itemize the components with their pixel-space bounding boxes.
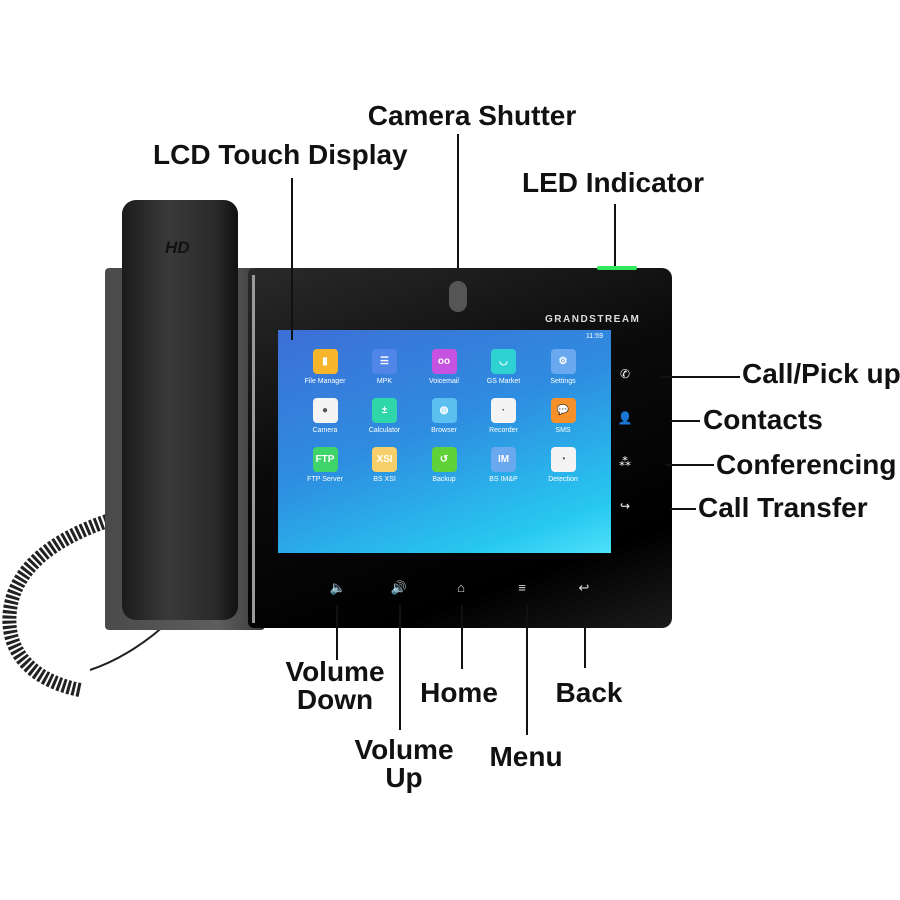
app-icon: ● (312, 398, 338, 423)
app-label: Settings (550, 378, 576, 385)
app-detection[interactable]: ◔ Detection (533, 447, 593, 483)
app-label: Camera (312, 427, 338, 434)
app-browser[interactable]: ◍ Browser (414, 398, 474, 434)
app-label: MPK (376, 378, 393, 385)
app-mpk[interactable]: ☰ MPK (355, 349, 415, 385)
led-indicator (597, 266, 637, 270)
app-icon: IM (491, 447, 516, 472)
app-icon: · (491, 398, 516, 423)
transfer-icon[interactable]: ↪ (619, 499, 631, 513)
home-icon[interactable]: ⌂ (457, 580, 465, 595)
app-label: GS Market (486, 378, 521, 385)
app-icon: ↺ (431, 447, 457, 472)
contact-icon[interactable]: 👤 (617, 411, 633, 425)
label-camera-shutter: Camera Shutter (367, 100, 577, 131)
camera-shutter[interactable] (449, 281, 467, 312)
label-led-indicator: LED Indicator (522, 167, 705, 198)
label-conferencing: Conferencing (716, 449, 897, 480)
app-label: Backup (432, 476, 456, 483)
app-backup[interactable]: ↺ Backup (414, 447, 474, 483)
conference-icon[interactable]: ⁂ (619, 455, 631, 469)
app-icon: ◡ (491, 349, 516, 374)
app-icon: XSI (372, 447, 397, 472)
label-call-transfer: Call Transfer (698, 492, 868, 523)
app-settings[interactable]: ⚙ Settings (533, 349, 593, 385)
app-label: Voicemail (429, 378, 459, 385)
app-bs-im-p[interactable]: IM BS IM&P (474, 447, 534, 483)
app-icon: ◍ (431, 398, 457, 423)
app-icon: ± (372, 398, 397, 423)
app-icon: ☰ (372, 349, 397, 374)
brand-logo: GRANDSTREAM (545, 314, 641, 325)
app-icon: oo (431, 349, 457, 374)
app-file-manager[interactable]: ▮ File Manager (295, 349, 355, 385)
label-home: Home (420, 677, 498, 708)
app-label: Recorder (489, 427, 518, 434)
app-label: Detection (548, 476, 578, 483)
label-call-pick-up: Call/Pick up (742, 358, 900, 389)
app-bs-xsi[interactable]: XSI BS XSI (355, 447, 415, 483)
app-icon: FTP (312, 447, 338, 472)
label-lcd-touch-display: LCD Touch Display (153, 139, 408, 170)
app-label: Browser (431, 427, 457, 434)
volume-up-icon[interactable]: 🔊 (390, 580, 408, 595)
app-camera[interactable]: ● Camera (295, 398, 355, 434)
app-label: SMS (555, 427, 571, 434)
app-gs-market[interactable]: ◡ GS Market (474, 349, 534, 385)
hd-badge: HD (165, 238, 190, 257)
label-back: Back (555, 677, 623, 708)
app-label: BS IM&P (489, 476, 518, 483)
app-label: Calculator (368, 427, 401, 434)
app-icon: 💬 (550, 398, 576, 423)
app-icon: ⚙ (550, 349, 576, 374)
app-recorder[interactable]: · Recorder (474, 398, 534, 434)
phone-icon[interactable]: ✆ (619, 367, 631, 381)
back-icon[interactable]: ↩ (578, 580, 590, 595)
volume-down-icon[interactable]: 🔈 (329, 580, 347, 595)
app-calculator[interactable]: ± Calculator (355, 398, 415, 434)
app-label: BS XSI (373, 476, 396, 483)
app-icon: ▮ (312, 349, 338, 374)
label-menu: Menu (489, 741, 563, 772)
app-sms[interactable]: 💬 SMS (533, 398, 593, 434)
app-icon: ◔ (550, 447, 576, 472)
app-label: File Manager (304, 378, 346, 385)
accent-strip (252, 275, 255, 623)
app-ftp-server[interactable]: FTP FTP Server (295, 447, 355, 483)
label-contacts: Contacts (703, 404, 823, 435)
menu-icon[interactable]: ≡ (518, 580, 526, 595)
status-time: 11:59 (586, 333, 603, 340)
app-label: FTP Server (307, 476, 343, 483)
handset[interactable] (122, 200, 238, 620)
